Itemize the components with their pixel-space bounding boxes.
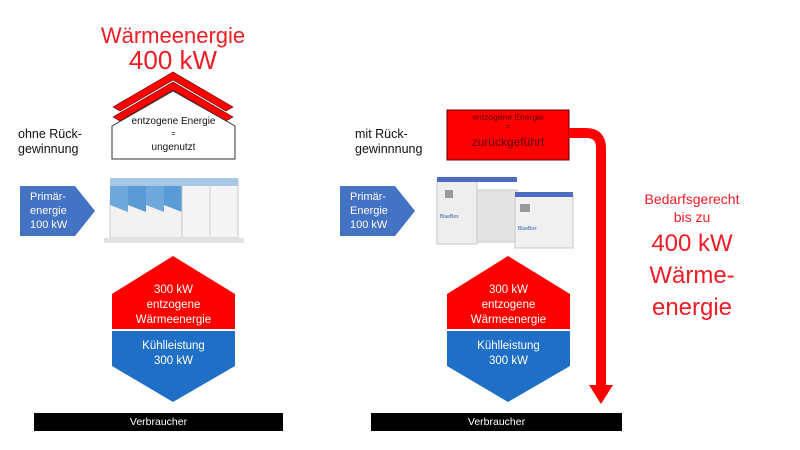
primary-energy-line: Energie <box>350 205 388 217</box>
house-text-line: entzogene Energie <box>131 116 216 127</box>
hex-text-line: Wärmeenergie <box>135 314 212 326</box>
hex-top-text-left: 300 kW entzogene Wärmeenergie <box>112 283 235 328</box>
mode-label-without-recovery: ohne Rück- gewinnung <box>18 127 82 157</box>
chiller-image-right: BlueBox BlueBox <box>436 177 574 249</box>
demand-based-heat-text: Bedarfsgerecht bis zu 400 kW Wärme- ener… <box>612 190 772 324</box>
svg-text:BlueBox: BlueBox <box>518 226 537 232</box>
mode-label-with-recovery: mit Rück- gewinnnung <box>355 127 422 157</box>
heat-return-pipe <box>569 128 606 386</box>
hex-bottom-cooling-right <box>447 331 570 402</box>
hex-bottom-cooling-left <box>112 331 235 402</box>
chiller-image-left <box>104 178 244 243</box>
primary-energy-arrow-left <box>20 186 95 236</box>
heat-return-arrowhead <box>589 385 613 404</box>
box-text-line: zurückgeführt <box>471 135 545 149</box>
heat-energy-value: 400 kW <box>128 45 218 75</box>
hex-top-text-right: 300 kW entzogene Wärmeenergie <box>447 283 570 328</box>
demand-line: Wärme- <box>649 262 735 289</box>
hex-top-heat-left <box>112 256 235 329</box>
mode-label-line: ohne Rück- <box>18 127 82 141</box>
hex-text-line: 300 kW <box>489 355 528 367</box>
primary-energy-text-right: Primär- Energie 100 kW <box>350 190 388 232</box>
hex-top-heat-right <box>447 256 570 329</box>
hex-text-line: 300 kW <box>489 284 528 296</box>
mode-label-line: gewinnung <box>18 142 79 156</box>
heat-energy-title: Wärmeenergie <box>100 23 246 48</box>
primary-energy-line: Primär- <box>30 191 67 203</box>
hex-text-line: 300 kW <box>154 284 193 296</box>
house-outline <box>111 90 236 160</box>
mode-label-line: gewinnnung <box>355 142 423 156</box>
hex-text-line: Kühlleistung <box>477 340 540 352</box>
house-text-line: ungenutzt <box>151 142 196 153</box>
hex-text-line: Wärmeenergie <box>470 314 547 326</box>
svg-text:BlueBox: BlueBox <box>440 214 459 220</box>
demand-line: Bedarfsgerecht <box>644 191 740 207</box>
hex-text-line: entzogene <box>481 299 536 311</box>
demand-line: energie <box>651 294 733 321</box>
demand-line: bis zu <box>673 209 711 225</box>
primary-energy-line: energie <box>30 205 67 217</box>
recovered-energy-text: entzogene Energie = zurückgeführt <box>447 112 569 151</box>
consumer-bar-left: Verbraucher <box>34 413 283 431</box>
hex-bottom-text-left: Kühlleistung 300 kW <box>112 339 235 369</box>
primary-energy-arrow-right <box>340 186 415 236</box>
demand-value: 400 kW <box>651 230 733 257</box>
hex-text-line: 300 kW <box>154 355 193 367</box>
hex-text-line: entzogene <box>146 299 201 311</box>
primary-energy-text-left: Primär- energie 100 kW <box>30 190 67 232</box>
box-text-line: = <box>505 124 511 131</box>
primary-energy-line: Primär- <box>350 191 387 203</box>
consumer-bar-right: Verbraucher <box>371 413 622 431</box>
hex-text-line: Kühlleistung <box>142 340 205 352</box>
hex-bottom-text-right: Kühlleistung 300 kW <box>447 339 570 369</box>
primary-energy-line: 100 kW <box>350 219 388 231</box>
roof-chevron-upper <box>112 71 234 112</box>
house-text: entzogene Energie = ungenutzt <box>112 115 235 154</box>
mode-label-line: mit Rück- <box>355 127 408 141</box>
primary-energy-line: 100 kW <box>30 219 68 231</box>
box-text-line: entzogene Energie <box>472 112 544 122</box>
house-text-line: = <box>171 131 176 138</box>
